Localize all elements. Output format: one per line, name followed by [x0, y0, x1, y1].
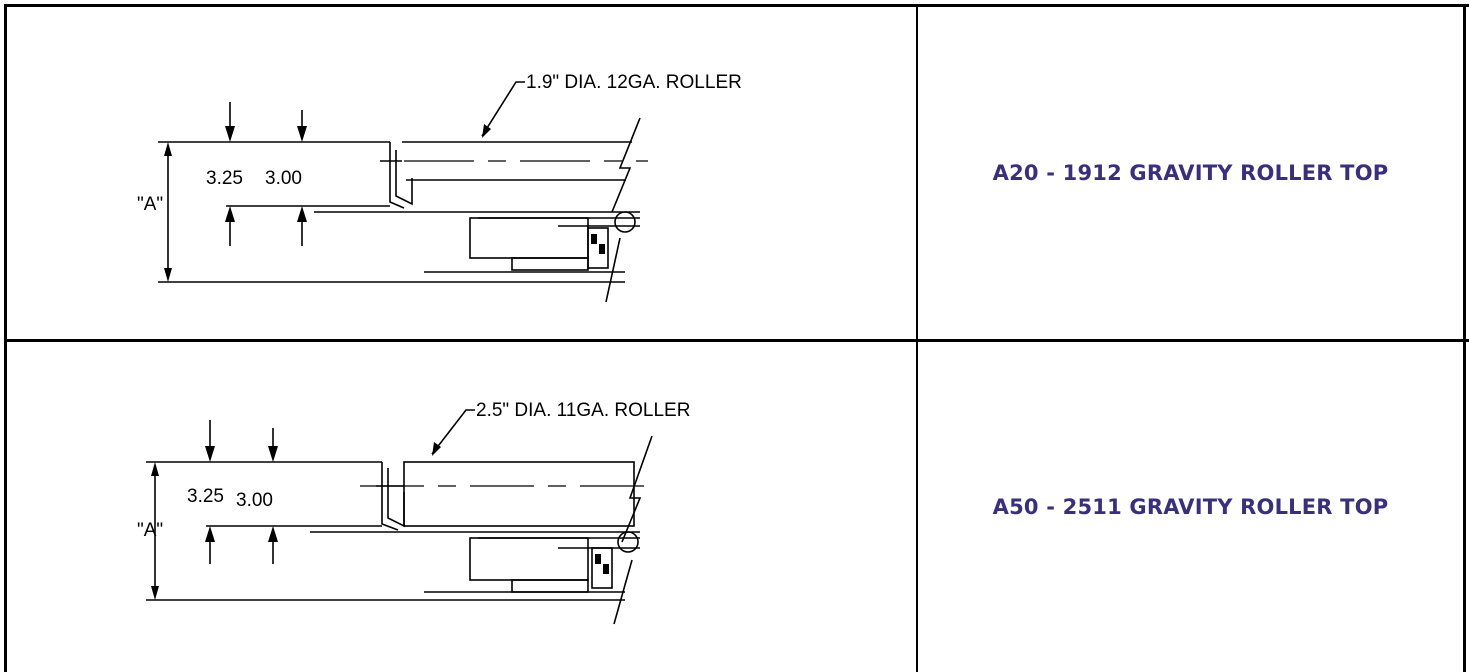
dim-325-arrowhead-top: [225, 126, 235, 142]
break-line-lower: [605, 237, 621, 303]
dim-300-arrowhead-top: [268, 446, 278, 462]
dim-325-arrowhead-top: [205, 446, 215, 462]
frame-middle-divider: [4, 339, 1469, 342]
pivot-circle: [614, 211, 636, 233]
fastener-detail-2: [603, 564, 609, 574]
fastener-detail-2: [599, 244, 605, 254]
fastener-detail-1: [591, 234, 597, 244]
channel-web: [395, 150, 413, 206]
model-title: A20 - 1912 GRAVITY ROLLER TOP: [992, 161, 1389, 185]
dim-a-label: "A": [137, 520, 163, 541]
roller-section-drawing-2: 2.5" DIA. 11GA. ROLLER 3.25 3.00 "A": [137, 400, 690, 625]
frame-column-divider: [916, 4, 918, 672]
dim-a-arrowhead-down: [164, 268, 172, 282]
frame-left-border: [4, 4, 7, 672]
side-channel: [381, 462, 399, 531]
title-cell-2: A50 - 2511 GRAVITY ROLLER TOP: [918, 342, 1463, 672]
break-line-lower: [613, 559, 633, 625]
break-line-upper: [611, 117, 641, 213]
dim-325-arrowhead-bottom: [225, 206, 235, 222]
break-line-upper: [621, 435, 653, 543]
dim-outer-label: 3.25: [206, 168, 243, 189]
callout-leader-2: [431, 409, 475, 455]
frame-top-border: [4, 4, 1469, 7]
bearing-housing: [469, 537, 589, 581]
fastener-stack: [591, 547, 613, 589]
dim-a-arrowhead-up: [151, 462, 159, 476]
dim-inner-label: 3.00: [236, 490, 273, 511]
side-channel: [389, 142, 405, 209]
dim-300-arrowhead-bottom: [297, 206, 307, 222]
channel-web: [387, 468, 405, 528]
dim-a-label: "A": [137, 194, 163, 215]
pivot-circle: [617, 531, 639, 553]
title-cell-1: A20 - 1912 GRAVITY ROLLER TOP: [918, 7, 1463, 339]
dim-300-arrowhead-bottom: [268, 526, 278, 542]
roller-section-drawing-1: 1.9" DIA. 12GA. ROLLER 3.25 3.00 "A": [137, 72, 742, 303]
dim-300-arrowhead-top: [297, 126, 307, 142]
fastener-detail-1: [595, 554, 601, 564]
bearing-block: [511, 257, 589, 271]
bearing-block: [511, 579, 589, 593]
dim-325-arrowhead-bottom: [205, 526, 215, 542]
dim-a-arrowhead-down: [151, 586, 159, 600]
roller-callout-label: 1.9" DIA. 12GA. ROLLER: [526, 72, 742, 93]
frame-right-border: [1463, 4, 1466, 672]
model-title: A50 - 2511 GRAVITY ROLLER TOP: [992, 495, 1389, 519]
roller-callout-label: 2.5" DIA. 11GA. ROLLER: [476, 400, 690, 421]
dim-a-arrowhead-up: [164, 142, 172, 156]
callout-arrowhead-1: [482, 124, 491, 138]
dim-inner-label: 3.00: [265, 168, 302, 189]
bearing-housing: [469, 217, 589, 259]
dim-outer-label: 3.25: [187, 486, 224, 507]
roller-body: [403, 461, 635, 527]
callout-arrowhead-2: [432, 442, 441, 456]
fastener-stack: [587, 227, 609, 269]
callout-leader-1: [481, 81, 525, 137]
